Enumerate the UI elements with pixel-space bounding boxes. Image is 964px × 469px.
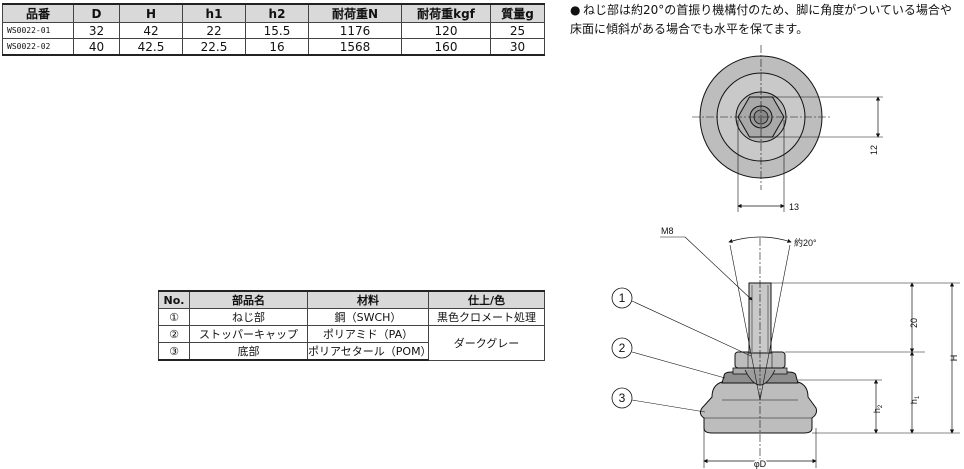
dim-d-label: φD — [754, 459, 767, 469]
dim-h2-label: h2 — [872, 404, 884, 413]
balloon-2-label: 2 — [619, 341, 626, 355]
m8-label: M8 — [661, 226, 674, 236]
parts-table: No. 部品名 材料 仕上/色 ① ねじ部 鋼（SWCH） 黒色クロメート処理 … — [158, 290, 545, 361]
tilt-line-left — [729, 244, 761, 401]
feature-note: ●ねじ部は約20°の首振り機構付のため、脚に角度がついている場合や床面に傾斜があ… — [570, 1, 962, 39]
dim-h2-letter: h — [872, 408, 882, 413]
spec-row: WS0022-02 40 42.5 22.5 16 1568 160 30 — [2, 38, 545, 56]
parts-cell-finish: 黒色クロメート処理 — [428, 308, 545, 326]
parts-cell-name: ストッパーキャップ — [189, 325, 308, 343]
spec-header-d: D — [73, 3, 120, 23]
spec-row: WS0022-01 32 42 22 15.5 1176 120 25 — [2, 22, 545, 39]
balloon-2-leader — [631, 351, 726, 379]
angle-arc — [728, 236, 792, 243]
dim-h2-subscript: 2 — [878, 404, 884, 408]
spec-header-h2-text: h2 — [268, 6, 286, 21]
balloon-3-leader — [631, 399, 706, 413]
spec-cell-h: 42 — [119, 22, 183, 39]
parts-header-no: No. — [158, 290, 190, 309]
spec-header-h1-text: h1 — [205, 6, 223, 21]
parts-row: ③ 底部 ポリアセタール（POM） — [158, 342, 545, 361]
spec-header-h1: h1 — [182, 3, 246, 23]
spec-cell-d: 32 — [73, 22, 120, 39]
dim-20-label: 20 — [909, 318, 919, 328]
m8-leader — [684, 236, 753, 301]
parts-cell-finish: ダークグレー — [428, 325, 545, 361]
spec-cell-d: 40 — [73, 38, 120, 56]
spec-cell-mass: 30 — [490, 38, 545, 56]
parts-cell-material: 鋼（SWCH） — [307, 308, 429, 326]
spec-cell-load-n: 1176 — [308, 22, 402, 39]
base-part — [699, 381, 817, 434]
tilt-line-right — [759, 244, 791, 401]
dim-h-label: H — [949, 355, 959, 362]
spec-header-h2: h2 — [245, 3, 309, 23]
side-view: 約20° M8 20 H h1 h2 φD 1 2 — [611, 226, 960, 469]
parts-cell-name: 底部 — [189, 342, 308, 361]
dim-h1-letter: h — [909, 399, 919, 404]
angle-label: 約20° — [794, 237, 817, 248]
spec-header-part-number: 品番 — [2, 3, 74, 23]
parts-cell-material: ポリアセタール（POM） — [307, 342, 432, 361]
parts-header-finish: 仕上/色 — [428, 290, 545, 309]
spec-cell-h: 42.5 — [119, 38, 183, 56]
parts-row: ② ストッパーキャップ ポリアミド（PA） ダークグレー — [158, 325, 545, 361]
spec-cell-load-n: 1568 — [308, 38, 402, 56]
spec-header-mass: 質量g — [490, 3, 545, 23]
dim-13-label: 13 — [789, 202, 799, 212]
dim-12-label: 12 — [869, 145, 879, 155]
top-view: 12 13 — [692, 45, 883, 212]
parts-cell-material: ポリアミド（PA） — [307, 325, 429, 343]
balloon-1-label: 1 — [619, 291, 626, 305]
spec-cell-h1: 22.5 — [182, 38, 246, 56]
note-text: ねじ部は約20°の首振り機構付のため、脚に角度がついている場合や床面に傾斜がある… — [570, 3, 952, 36]
spec-cell-mass: 25 — [490, 22, 545, 39]
balloon-1 — [611, 287, 633, 309]
spec-cell-load-kgf: 160 — [401, 38, 491, 56]
balloon-2 — [611, 337, 633, 359]
note-bullet: ● — [570, 3, 581, 17]
balloon-3-label: 3 — [619, 391, 626, 405]
spec-cell-load-kgf: 120 — [401, 22, 491, 39]
balloon-1-leader — [631, 300, 752, 357]
spec-cell-h2: 16 — [245, 38, 309, 56]
dim-h1-subscript: 1 — [915, 395, 921, 399]
balloon-3 — [611, 387, 633, 409]
dim-h1-label: h1 — [909, 395, 921, 404]
parts-row: ① ねじ部 鋼（SWCH） 黒色クロメート処理 — [158, 308, 545, 326]
spec-table: 品番 D H h1 h2 耐荷重N 耐荷重kgf 質量g WS0022-01 3… — [2, 3, 545, 56]
spec-cell-h2: 15.5 — [245, 22, 309, 39]
spec-header-load-n: 耐荷重N — [308, 3, 402, 23]
spec-cell-part-number: WS0022-01 — [2, 22, 74, 39]
